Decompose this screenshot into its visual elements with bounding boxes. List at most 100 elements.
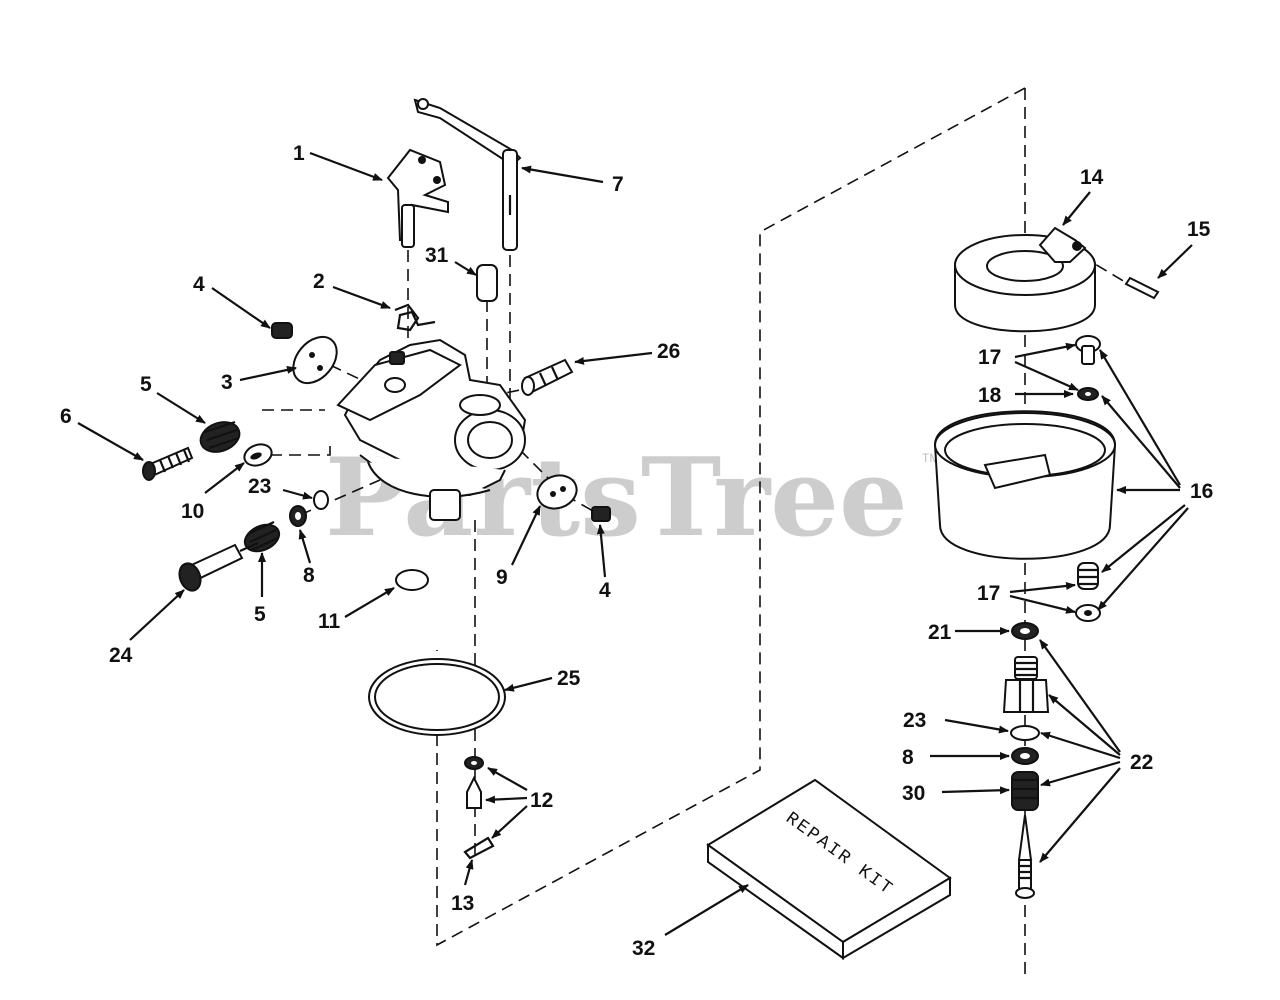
leader-2: [332, 285, 391, 310]
leader-23b: [944, 718, 1009, 734]
callout-22: 22: [1130, 751, 1153, 774]
callout-1: 1: [293, 142, 305, 165]
leader-7: [521, 165, 604, 184]
callout-30: 30: [902, 782, 925, 805]
dashed-axis-mixture: [299, 479, 381, 516]
leader-16-a: [1099, 349, 1181, 486]
leader-17a-2: [1014, 360, 1079, 392]
leader-17b-2: [1009, 594, 1076, 614]
leader-6: [77, 422, 144, 461]
callout-3: 3: [221, 371, 233, 394]
callout-9: 9: [496, 566, 508, 589]
washer-8-left-part: [289, 505, 307, 527]
callout-21: 21: [928, 621, 952, 644]
callout-labels: 1 2 3 4 4 5 5 6 7 8 8 9 10 11 12 13 14 1…: [60, 142, 1213, 960]
clip-13-part: [463, 836, 495, 860]
spring-5-upper-part: [199, 420, 241, 453]
leader-10: [204, 462, 245, 494]
spring-17-lower-part: [1075, 562, 1101, 622]
callout-23-left: 23: [248, 475, 271, 498]
leader-31: [454, 261, 477, 276]
callout-23-right: 23: [903, 709, 926, 732]
washer-21-part: [1011, 622, 1039, 640]
callout-14: 14: [1080, 166, 1104, 189]
washer-10-part: [243, 443, 273, 467]
leader-9: [511, 505, 541, 566]
callout-11: 11: [318, 610, 341, 633]
leader-26: [574, 351, 653, 365]
leader-30: [941, 786, 1010, 795]
callout-leaders: [77, 151, 1193, 936]
throttle-plate-part: [292, 335, 338, 385]
leader-22-b: [1048, 694, 1121, 756]
needle-valve-24-part: [178, 541, 259, 592]
callout-32: 32: [632, 937, 655, 960]
washer-8-right-part: [1011, 747, 1039, 765]
inlet-needle-12-part: [464, 756, 484, 809]
spring-31-part: [476, 264, 498, 302]
bowl-nut-22-part: [1002, 656, 1050, 713]
callout-5-lower: 5: [254, 603, 266, 626]
dashed-boundary: [436, 87, 1026, 947]
spring-2-part: [394, 303, 436, 332]
callout-8-left: 8: [303, 564, 315, 587]
callout-4-right: 4: [599, 579, 611, 602]
callout-7: 7: [612, 173, 624, 196]
leader-16-b: [1101, 395, 1181, 489]
callout-25: 25: [557, 667, 581, 690]
dashed-axis-choke: [486, 255, 511, 400]
spring-5-lower-part: [243, 521, 281, 553]
leader-8a: [298, 529, 312, 564]
leader-13: [463, 859, 474, 886]
leader-24: [129, 589, 185, 641]
float-pin-15-part: [1124, 276, 1160, 300]
callout-16: 16: [1190, 480, 1213, 503]
callout-26: 26: [657, 340, 680, 363]
needle-screw-22-part: [1015, 814, 1035, 899]
callout-17-upper: 17: [978, 346, 1001, 369]
leader-1: [309, 151, 383, 182]
callout-31: 31: [425, 244, 449, 267]
callout-17-lower: 17: [977, 582, 1000, 605]
callout-4-upper: 4: [193, 273, 205, 296]
welch-plug-11-part: [395, 569, 429, 591]
fitting-26-part: [521, 358, 574, 396]
leader-16-e: [1097, 507, 1189, 611]
carburetor-body-part: [336, 338, 527, 521]
leader-25: [504, 676, 553, 692]
callout-12: 12: [530, 789, 553, 812]
callout-6: 6: [60, 405, 72, 428]
float-bowl-16-part: [933, 410, 1117, 560]
leader-12c: [491, 805, 528, 839]
leader-22-d: [1040, 760, 1121, 787]
leader-3: [239, 365, 297, 382]
leader-4a: [211, 287, 271, 329]
leader-23a: [282, 488, 313, 500]
choke-plate-9-part: [536, 474, 578, 510]
callout-24: 24: [109, 644, 133, 667]
callout-13: 13: [451, 892, 474, 915]
screw-4-upper-part: [271, 322, 293, 339]
oring-23-left-part: [313, 490, 329, 510]
callout-15: 15: [1187, 218, 1211, 241]
leader-11: [344, 587, 395, 618]
leader-22-c: [1040, 731, 1121, 760]
leader-17a-1: [1014, 342, 1076, 359]
leader-14: [1062, 191, 1091, 226]
callout-5-upper: 5: [140, 373, 152, 396]
leader-12b: [485, 795, 528, 804]
callout-2: 2: [313, 270, 325, 293]
throttle-shaft-part: [413, 98, 522, 251]
leader-22-a: [1039, 639, 1121, 753]
screw-6-part: [142, 446, 194, 481]
leader-12a: [487, 767, 528, 791]
choke-lever-part: [386, 148, 449, 248]
bowl-screw-17-upper-part: [1075, 335, 1101, 365]
callout-8-right: 8: [902, 746, 914, 769]
callout-18: 18: [978, 384, 1002, 407]
oring-23-right-part: [1010, 725, 1040, 741]
float-14-part: [954, 226, 1096, 333]
screw-4-right-part: [591, 506, 611, 522]
dashed-axis-idle: [262, 409, 331, 456]
